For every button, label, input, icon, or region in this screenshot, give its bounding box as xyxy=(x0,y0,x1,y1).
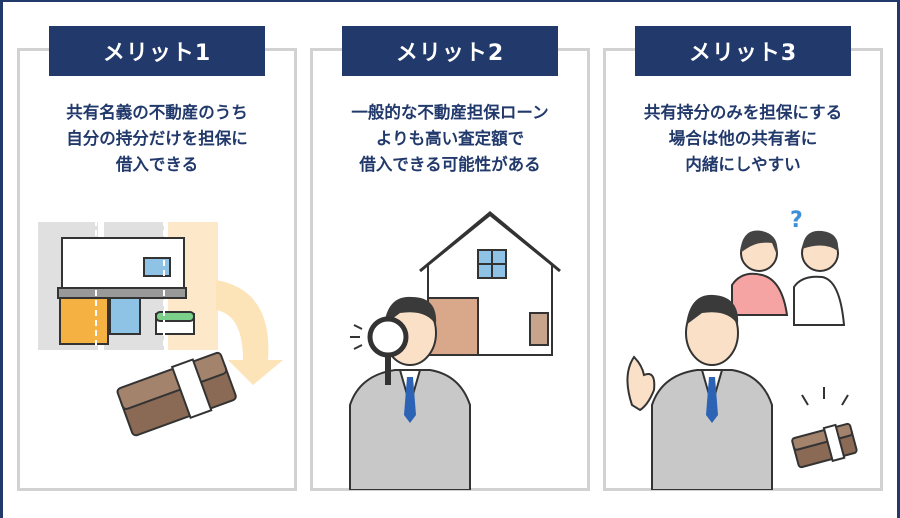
appraisal-illustration xyxy=(349,211,561,490)
desc-line: 共有名義の不動産のうち xyxy=(66,103,248,122)
merit-desc-3: 共有持分のみを担保にする 場合は他の共有者に 内緒にしやすい xyxy=(603,100,883,178)
desc-line: 借入できる xyxy=(115,155,199,174)
desc-line: 共有持分のみを担保にする xyxy=(643,103,843,122)
secret-illustration: ? xyxy=(626,208,858,490)
question-mark-icon: ? xyxy=(790,208,803,233)
merit-title-3: メリット3 xyxy=(635,26,851,76)
desc-line: 内緒にしやすい xyxy=(685,155,801,174)
merit-desc-1: 共有名義の不動産のうち 自分の持分だけを担保に 借入できる xyxy=(17,100,297,178)
desc-line: 借入できる可能性がある xyxy=(359,155,541,174)
shared-property-illustration xyxy=(38,220,283,437)
money-bundle-icon xyxy=(791,422,858,469)
money-bundle-icon xyxy=(116,351,237,437)
desc-line: よりも高い査定額で xyxy=(375,129,525,148)
merit-desc-2: 一般的な不動産担保ローン よりも高い査定額で 借入できる可能性がある xyxy=(310,100,590,178)
merit-title-2: メリット2 xyxy=(342,26,558,76)
merit-title-1: メリット1 xyxy=(49,26,265,76)
desc-line: 一般的な不動産担保ローン xyxy=(351,103,549,122)
desc-line: 自分の持分だけを担保に xyxy=(66,129,248,148)
desc-line: 場合は他の共有者に xyxy=(668,129,818,148)
